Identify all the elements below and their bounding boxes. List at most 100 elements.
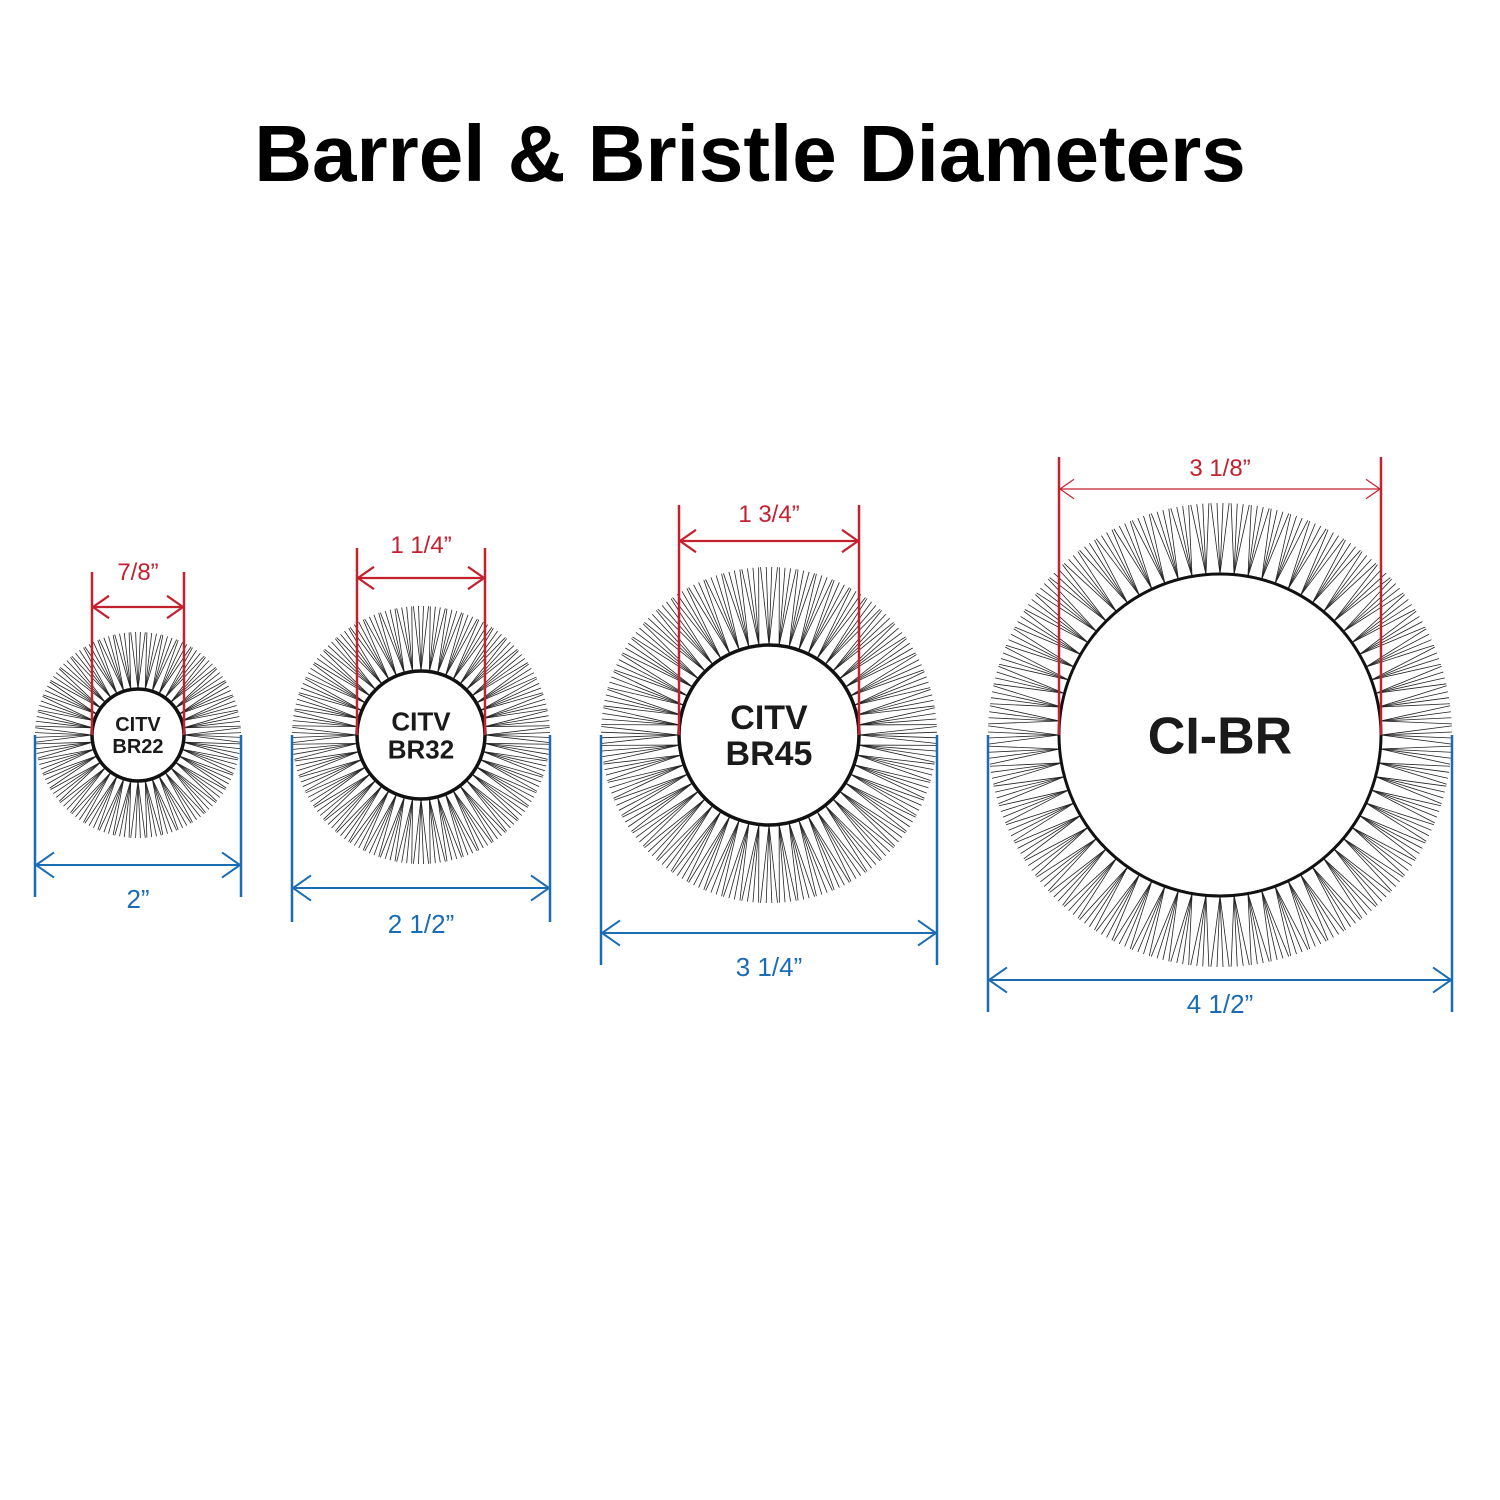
bristle — [632, 636, 699, 680]
bristle — [993, 762, 1062, 785]
bristle — [609, 681, 685, 706]
bristle — [445, 793, 469, 856]
bristle — [1380, 734, 1452, 745]
bristle — [632, 790, 699, 834]
bristle — [1261, 890, 1272, 962]
bristle — [1101, 535, 1140, 596]
bristle — [1333, 848, 1391, 893]
bristle — [613, 671, 685, 706]
bristle — [839, 636, 906, 680]
bristle — [292, 742, 358, 750]
bristle — [1008, 802, 1075, 831]
bristle — [853, 676, 927, 706]
bristle — [845, 652, 916, 688]
bristle — [112, 634, 125, 692]
bristle — [1233, 504, 1250, 575]
bristle — [849, 773, 924, 801]
bristle — [445, 616, 474, 677]
bristle — [1323, 858, 1363, 919]
bristle — [471, 773, 523, 816]
bristle — [768, 824, 773, 903]
bristle — [614, 773, 689, 801]
bristle — [618, 659, 689, 697]
bristle — [1233, 895, 1244, 966]
bristle — [428, 798, 441, 863]
bristle — [313, 766, 366, 807]
bristle — [1311, 866, 1346, 931]
bristle — [299, 692, 362, 711]
bristle — [1343, 578, 1393, 632]
bristle — [151, 634, 164, 692]
bristle — [183, 711, 239, 729]
bristle — [1010, 802, 1075, 837]
bristle — [1020, 815, 1081, 854]
bristle — [990, 697, 1062, 708]
bristle — [418, 798, 422, 864]
bristle — [178, 755, 227, 789]
bristle — [465, 638, 508, 690]
bristle — [1380, 720, 1452, 725]
bristle — [178, 685, 229, 715]
bristle — [35, 741, 93, 745]
bristle — [1024, 826, 1089, 861]
bristle — [482, 693, 544, 719]
bristle — [853, 764, 931, 783]
bristle — [1323, 562, 1377, 612]
bristle — [839, 632, 903, 680]
bristle — [993, 683, 1065, 694]
bristle — [324, 648, 376, 691]
bristle — [394, 796, 405, 862]
bristle — [1351, 827, 1409, 871]
bristle — [698, 582, 731, 655]
bristle — [292, 742, 358, 745]
bristle — [170, 667, 217, 703]
bristle — [66, 660, 106, 703]
bristle — [611, 764, 685, 794]
bristle — [1162, 510, 1179, 580]
bristle — [1300, 535, 1339, 596]
bristle — [853, 764, 927, 794]
bristle — [452, 621, 484, 680]
bristle — [175, 761, 226, 790]
bristle — [300, 687, 363, 711]
bristle — [1371, 789, 1435, 824]
bristle — [1343, 583, 1397, 632]
bristle — [183, 716, 240, 729]
bristle — [1261, 513, 1290, 580]
bristle — [476, 766, 535, 798]
bristle — [798, 575, 823, 651]
bristle — [858, 744, 935, 763]
bristle — [1287, 880, 1327, 942]
bristle — [1323, 555, 1368, 612]
bristle — [1084, 546, 1128, 604]
bristle — [296, 698, 360, 719]
bristle — [428, 607, 441, 672]
bristle — [613, 764, 685, 799]
bristle — [988, 720, 1060, 725]
bristle — [601, 734, 680, 744]
bristle — [1371, 663, 1442, 681]
bristle — [35, 727, 93, 736]
bristle — [1247, 505, 1252, 577]
bristle — [1378, 685, 1447, 708]
bristle — [1380, 748, 1452, 753]
bristle — [988, 725, 1060, 736]
bristle — [1380, 731, 1452, 736]
bristle — [988, 717, 1060, 722]
bristle — [1287, 523, 1316, 590]
bristle — [832, 798, 882, 860]
bristle — [1219, 503, 1224, 575]
bristle — [1156, 511, 1179, 580]
bristle — [1287, 880, 1316, 947]
bristle — [484, 725, 550, 728]
bristle-dimension-arrowhead-right — [530, 874, 551, 902]
barrel-dimension-arrowhead-left — [1058, 478, 1075, 500]
bristle — [651, 798, 706, 857]
bristle — [1190, 504, 1207, 575]
bristle — [1375, 776, 1442, 805]
bristle — [348, 628, 383, 685]
bristle — [158, 775, 179, 830]
bristle — [618, 773, 689, 811]
bristle — [396, 798, 414, 862]
